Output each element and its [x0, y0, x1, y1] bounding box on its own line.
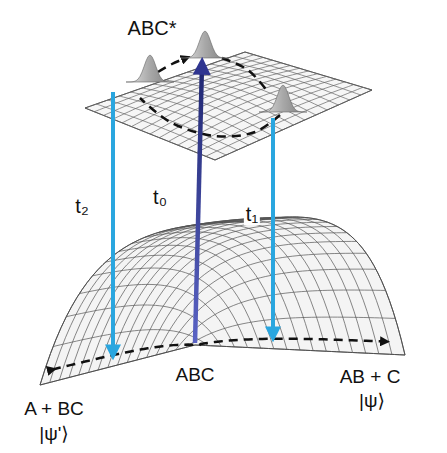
ground-state-surface [40, 217, 405, 385]
grid-line [79, 284, 234, 346]
grid-line [215, 90, 372, 160]
grid-line [245, 52, 372, 90]
grid-line [211, 219, 366, 354]
surface-label: t₀ [151, 186, 169, 208]
surface-label: AB + C [338, 367, 403, 388]
grid-line [237, 217, 392, 354]
grid-line [108, 100, 238, 150]
surface-label: ABC* [126, 17, 179, 39]
surface-label: |ψ'⟩ [37, 424, 71, 445]
path-end [52, 368, 56, 370]
grid-line [127, 227, 337, 363]
transition-arrows [113, 64, 273, 354]
wave-packets [126, 31, 307, 112]
grid-line [118, 222, 328, 365]
grid-line [188, 72, 316, 115]
grid-line [88, 217, 298, 372]
excited-state-surface [85, 52, 372, 160]
grid-line [59, 219, 269, 380]
grid-line [40, 222, 250, 385]
excited-path [222, 58, 268, 92]
surface-label: A + BC [22, 399, 86, 420]
reaction-path [52, 339, 385, 370]
surface-label: ABC [173, 365, 216, 386]
wave-packet [181, 31, 229, 58]
surface-fill [85, 52, 372, 160]
surface-label: t₂ [73, 195, 90, 217]
transition-arrow [111, 92, 115, 354]
wave-packet [259, 85, 307, 112]
grid-line [108, 219, 318, 367]
grid-line [79, 217, 289, 375]
grid-line [93, 268, 248, 347]
wave-packet [126, 55, 174, 82]
grid-line [145, 232, 300, 350]
excited-path [158, 58, 186, 72]
grid-line [158, 227, 313, 350]
grid-line [98, 218, 308, 370]
surface-label: |ψ⟩ [357, 391, 387, 412]
grid-line [50, 220, 260, 383]
grid-line [106, 255, 261, 348]
grid-line [187, 82, 345, 149]
surface-label: t₁ [244, 203, 260, 225]
grid-line [113, 60, 272, 119]
reaction-paths [52, 58, 385, 370]
surface-fill [40, 217, 405, 385]
grid-line [211, 64, 339, 105]
grid-line [224, 218, 379, 354]
transition-arrow [195, 64, 202, 343]
transition-arrow [271, 118, 275, 336]
grid-line [199, 68, 327, 110]
grid-line [69, 218, 279, 378]
excited-path [140, 98, 280, 137]
